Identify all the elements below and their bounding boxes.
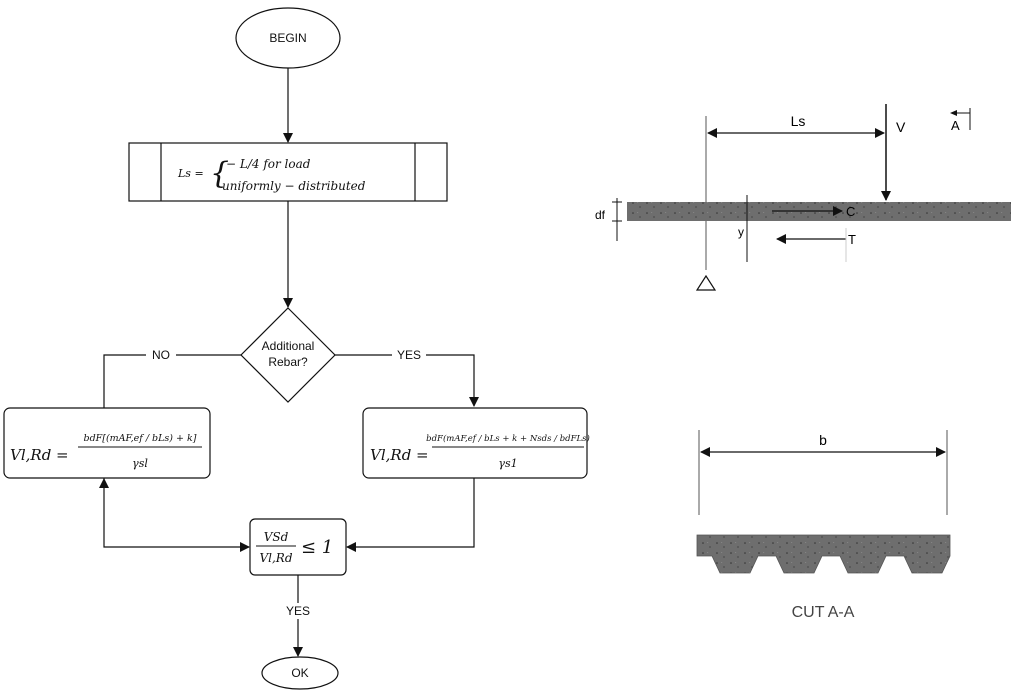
left-formula-lhs: Vl,Rd = bbox=[10, 446, 69, 464]
cross-section-aa: b CUT A-A bbox=[696, 430, 951, 621]
no-label: NO bbox=[152, 348, 170, 362]
v-label: V bbox=[896, 119, 906, 135]
decision-line1: Additional bbox=[262, 339, 315, 353]
ls-brace: { bbox=[210, 156, 229, 191]
b-label: b bbox=[819, 432, 827, 448]
support-triangle bbox=[695, 274, 717, 291]
left-formula-numerator: bdF[(mAF,ef / bLs) + k] bbox=[84, 433, 197, 444]
c-label: C bbox=[846, 204, 855, 219]
left-box-up-arrowhead bbox=[99, 478, 109, 488]
ls-line1: − L/4 for load bbox=[226, 157, 311, 171]
ok-node: OK bbox=[261, 656, 339, 690]
begin-node: BEGIN bbox=[235, 7, 341, 69]
yes-branch-line bbox=[335, 354, 479, 407]
t-label: T bbox=[848, 232, 856, 247]
df-label: df bbox=[595, 208, 606, 222]
left-box-to-check-line bbox=[103, 478, 250, 552]
ok-label: OK bbox=[291, 666, 308, 680]
y-label: y bbox=[738, 225, 744, 239]
begin-label: BEGIN bbox=[269, 31, 306, 45]
right-formula-lhs: Vl,Rd = bbox=[370, 446, 429, 464]
check-denominator: Vl,Rd bbox=[259, 551, 292, 565]
check-numerator: VSd bbox=[264, 530, 289, 544]
ls-lhs: Ls = bbox=[177, 167, 204, 180]
decision-additional-rebar: Additional Rebar? bbox=[240, 307, 336, 403]
a-label: A bbox=[951, 118, 960, 133]
slab-section-diagram: Ls V A df C y T bbox=[595, 104, 1011, 291]
ls-line2: uniformly − distributed bbox=[222, 179, 366, 193]
check-relation: ≤ 1 bbox=[301, 537, 333, 558]
ls-label: Ls bbox=[791, 113, 806, 129]
left-formula-box: Vl,Rd = bdF[(mAF,ef / bLs) + k] γsl bbox=[3, 407, 211, 479]
right-box-to-check-line bbox=[346, 478, 475, 552]
check-box: VSd Vl,Rd ≤ 1 bbox=[249, 518, 347, 576]
right-formula-box: Vl,Rd = bdF(mAF,ef / bLs + k + Nsds / bd… bbox=[362, 407, 590, 479]
yes-label-bottom: YES bbox=[286, 604, 310, 618]
ls-process-box: Ls = { − L/4 for load uniformly − distri… bbox=[128, 142, 448, 202]
decision-line2: Rebar? bbox=[268, 355, 308, 369]
ribbed-slab-profile bbox=[696, 534, 951, 574]
right-formula-numerator: bdF(mAF,ef / bLs + k + Nsds / bdFLs) bbox=[426, 433, 590, 444]
right-formula-denominator: γs1 bbox=[498, 457, 517, 470]
left-formula-denominator: γsl bbox=[132, 457, 148, 470]
cut-caption: CUT A-A bbox=[792, 604, 855, 621]
no-branch-line bbox=[103, 354, 241, 408]
yes-label: YES bbox=[397, 348, 421, 362]
